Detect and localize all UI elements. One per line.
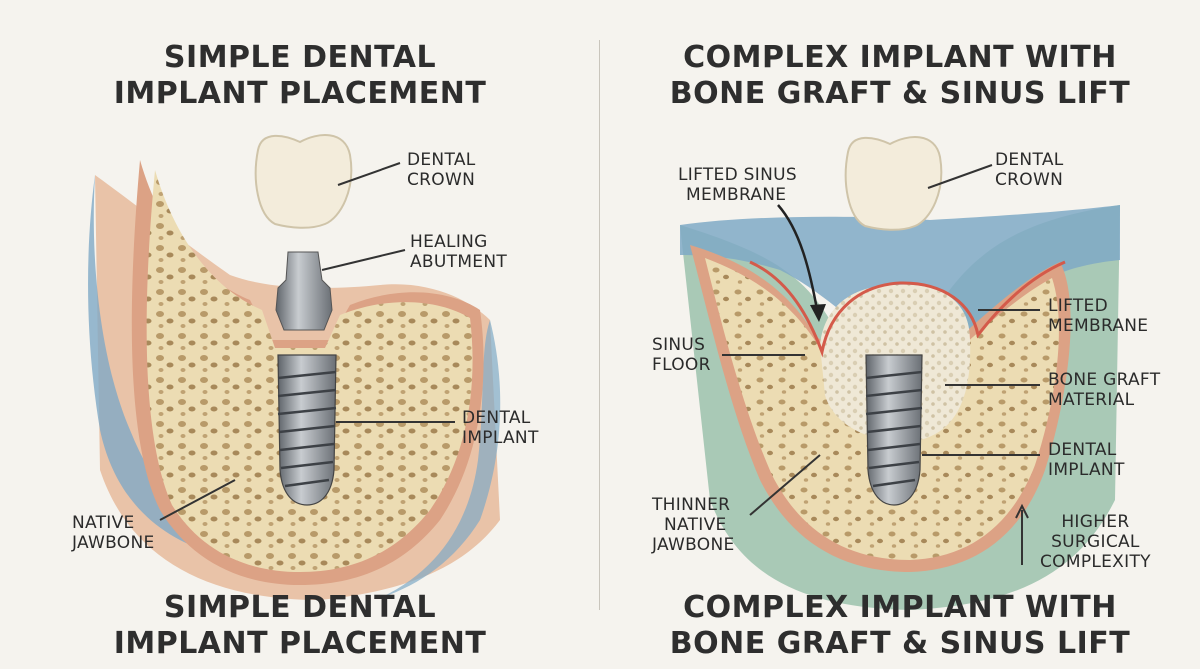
label-line: LIFTED SINUS [678, 165, 797, 185]
crown-leader [337, 162, 401, 186]
title-line: COMPLEX IMPLANT WITH [683, 590, 1117, 625]
dental-crown [254, 134, 353, 229]
label-dental-crown: DENTAL CROWN [407, 150, 476, 190]
label-line: NATIVE [72, 513, 135, 533]
label-dental-implant: DENTAL IMPLANT [462, 408, 539, 448]
label-native-jawbone: NATIVE JAWBONE [72, 513, 155, 553]
simple-title-bottom: SIMPLE DENTAL IMPLANT PLACEMENT [0, 590, 600, 662]
title-line: COMPLEX IMPLANT WITH [683, 40, 1117, 75]
label-thinner-native-jawbone: THINNER NATIVE JAWBONE [652, 495, 735, 555]
panel-divider [599, 40, 600, 610]
membrane-arrowhead [810, 304, 826, 322]
healing-abutment [275, 251, 333, 331]
crown-leader [927, 164, 993, 189]
title-line: SIMPLE DENTAL [163, 590, 437, 625]
label-line: COMPLEXITY [1040, 552, 1151, 572]
complex-title-top: COMPLEX IMPLANT WITH BONE GRAFT & SINUS … [600, 40, 1200, 112]
label-lifted-membrane: LIFTED MEMBRANE [1048, 296, 1148, 336]
dental-implant [277, 354, 337, 506]
abutment-leader [321, 249, 406, 271]
label-higher-surgical-complexity: HIGHER SURGICAL COMPLEXITY [1040, 512, 1151, 572]
complex-implant-illustration [680, 136, 1120, 610]
label-line: MEMBRANE [1048, 316, 1149, 336]
label-line: HIGHER [1061, 512, 1130, 532]
label-dental-implant: DENTAL IMPLANT [1048, 440, 1125, 480]
label-line: HEALING [410, 232, 488, 252]
label-line: SINUS [652, 335, 706, 355]
label-sinus-floor: SINUS FLOOR [652, 335, 711, 375]
label-bone-graft-material: BONE GRAFT MATERIAL [1048, 370, 1160, 410]
label-line: MATERIAL [1048, 390, 1135, 410]
label-line: DENTAL [995, 150, 1064, 170]
label-line: BONE GRAFT [1048, 370, 1161, 390]
label-line: THINNER [652, 495, 731, 515]
jawbone-leader [749, 454, 821, 516]
jawbone-leader [159, 479, 236, 521]
sinus-cavity [680, 205, 1120, 356]
complexity-arrowhead [1015, 503, 1029, 519]
label-line: CROWN [995, 170, 1064, 190]
label-line: MEMBRANE [686, 185, 787, 205]
label-line: DENTAL [462, 408, 531, 428]
label-line: JAWBONE [72, 533, 155, 553]
title-line: IMPLANT PLACEMENT [113, 76, 487, 111]
label-line: SURGICAL [1051, 532, 1140, 552]
label-line: NATIVE [664, 515, 727, 535]
label-line: DENTAL [1048, 440, 1117, 460]
label-dental-crown: DENTAL CROWN [995, 150, 1064, 190]
complex-implant-panel: COMPLEX IMPLANT WITH BONE GRAFT & SINUS … [600, 0, 1200, 669]
dental-implant [865, 354, 923, 506]
dental-crown [844, 136, 943, 231]
label-line: LIFTED [1048, 296, 1108, 316]
label-line: CROWN [407, 170, 476, 190]
simple-implant-panel: SIMPLE DENTAL IMPLANT PLACEMENT [0, 40, 600, 662]
label-line: FLOOR [652, 355, 711, 375]
label-lifted-sinus-membrane: LIFTED SINUS MEMBRANE [678, 165, 797, 205]
title-line: BONE GRAFT & SINUS LIFT [669, 76, 1131, 111]
membrane-arrow [777, 204, 820, 316]
blue-tissue-right [380, 320, 501, 598]
label-line: IMPLANT [462, 428, 539, 448]
label-line: JAWBONE [652, 535, 735, 555]
label-line: DENTAL [407, 150, 476, 170]
title-line: SIMPLE DENTAL [163, 40, 437, 75]
label-line: IMPLANT [1048, 460, 1125, 480]
blue-tissue-left [88, 175, 221, 555]
title-line: BONE GRAFT & SINUS LIFT [669, 626, 1131, 661]
sinus-membrane [749, 260, 1066, 358]
label-healing-abutment: HEALING ABUTMENT [410, 232, 507, 272]
simple-implant-illustration [88, 134, 501, 600]
title-line: IMPLANT PLACEMENT [113, 626, 487, 661]
simple-title-top: SIMPLE DENTAL IMPLANT PLACEMENT [0, 40, 600, 112]
label-line: ABUTMENT [410, 252, 508, 272]
complex-title-bottom: COMPLEX IMPLANT WITH BONE GRAFT & SINUS … [600, 590, 1200, 662]
